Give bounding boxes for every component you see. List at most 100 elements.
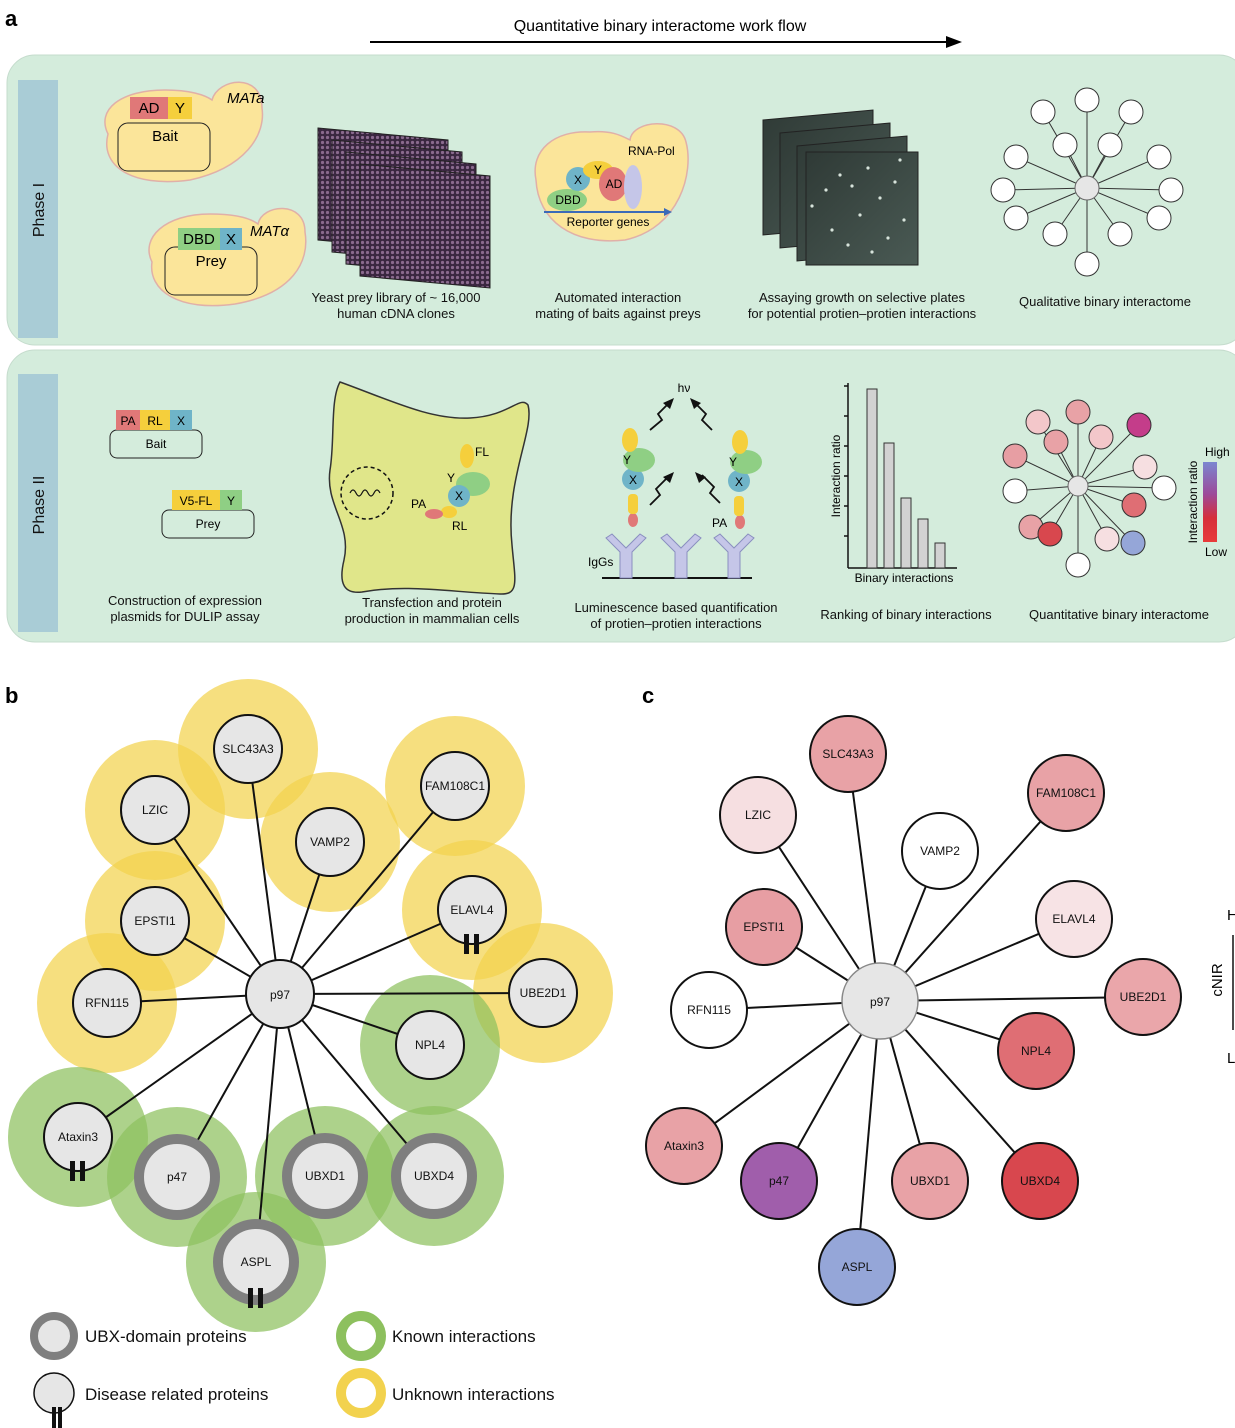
prey-tag-x: X [226, 231, 236, 248]
node-aspl: ASPL [213, 1219, 299, 1308]
caption-ranking: Ranking of binary interactions [820, 607, 992, 622]
network-node [1151, 475, 1177, 501]
node-label: LZIC [142, 803, 168, 817]
node-label: RFN115 [687, 1003, 731, 1017]
bait-label: Bait [152, 128, 179, 145]
node-circle [818, 1228, 896, 1306]
node-vamp2: VAMP2 [295, 807, 365, 877]
hub-circle [245, 959, 315, 1029]
network-node [1042, 221, 1068, 247]
selection-plates [762, 109, 919, 266]
node-label: p47 [769, 1174, 789, 1188]
node-label: UBXD1 [305, 1169, 345, 1183]
node-ube2d1: UBE2D1 [1104, 958, 1182, 1036]
network-node [1002, 478, 1028, 504]
phase2-panel: Phase II PA RL X Bait V5-FL Y Prey [6, 349, 1235, 643]
hub-label: p97 [870, 995, 890, 1009]
network-node [1094, 526, 1120, 552]
node-label: ELAVL4 [1052, 912, 1095, 926]
cell-label-dbd: DBD [555, 193, 581, 207]
node-npl4: NPL4 [997, 1012, 1075, 1090]
phase1-bait-yeast: AD Y Bait MATa [104, 81, 265, 183]
edge-p97-slc43a3 [247, 748, 281, 995]
edge-p97-fam108c1 [279, 785, 456, 995]
lumi-label-x-left: X [629, 473, 637, 487]
ubx-ring [282, 1133, 368, 1219]
node-fam108c1: FAM108C1 [420, 751, 490, 821]
tf-label-pa: PA [411, 497, 426, 511]
phase1-prey-yeast: DBD X Prey MATα [148, 207, 307, 307]
network-node [1126, 412, 1152, 438]
colorbar: High Low Interaction ratio [1186, 445, 1230, 559]
node-p47: p47 [134, 1134, 220, 1220]
lumi-label-y-left: Y [623, 453, 631, 467]
network-node [1037, 521, 1063, 547]
p2-prey-tag-v5fl: V5-FL [180, 494, 213, 508]
mammalian-cell: FL Y X PA RL [328, 381, 530, 595]
network-node [1065, 552, 1091, 578]
node-slc43a3: SLC43A3 [213, 714, 283, 784]
caption-transfection-2: production in mammalian cells [345, 611, 520, 626]
node-label: p47 [167, 1170, 187, 1184]
scale-title: cNIR [1209, 963, 1226, 997]
caption-mating-1: Automated interaction [555, 290, 681, 305]
colorbar-low: Low [1205, 545, 1227, 559]
node-circle [420, 751, 490, 821]
network-node [1132, 454, 1158, 480]
lumi-label-y-right: Y [729, 455, 737, 469]
phase1-label: Phase I [31, 183, 48, 237]
node-label: EPSTI1 [134, 914, 176, 928]
node-label: SLC43A3 [822, 747, 874, 761]
disease-marker [248, 1288, 253, 1308]
disease-marker [464, 934, 469, 954]
node-ubxd4: UBXD4 [1001, 1142, 1079, 1220]
node-label: VAMP2 [920, 844, 960, 858]
network-node [1121, 492, 1147, 518]
edge-p97-ubxd4 [879, 1000, 1041, 1182]
p2-bait-label: Bait [146, 437, 167, 451]
bait-tag-y: Y [175, 100, 185, 117]
node-circle [1001, 1142, 1079, 1220]
ranking-chart: Interaction ratio Binary interactions [829, 383, 957, 585]
network-edge [1015, 187, 1088, 219]
legend-unknown-icon [336, 1368, 386, 1418]
node-elavl4: ELAVL4 [437, 875, 507, 954]
network-node [1025, 409, 1051, 435]
phase2-bait-plasmid: PA RL X Bait [109, 410, 203, 459]
node-ube2d1: UBE2D1 [508, 958, 578, 1028]
network-node [1043, 429, 1069, 455]
network-node [1003, 205, 1029, 231]
caption-prey-library-2: human cDNA clones [337, 306, 455, 321]
node-label: FAM108C1 [1036, 786, 1096, 800]
network-edge [1002, 187, 1088, 191]
node-circle [901, 812, 979, 890]
network-node [1074, 251, 1100, 277]
caption-construction-2: plasmids for DULIP assay [110, 609, 260, 624]
node-aspl: ASPL [818, 1228, 896, 1306]
phase2-prey-plasmid: V5-FL Y Prey [161, 490, 255, 539]
lumi-label-pa: PA [712, 516, 727, 530]
edge-p97-lzic [154, 809, 281, 995]
disease-marker [70, 1161, 75, 1181]
ranking-xlabel: Binary interactions [855, 571, 954, 585]
caption-assay-1: Assaying growth on selective plates [759, 290, 965, 305]
legend-known-icon [336, 1311, 386, 1361]
node-label: Ataxin3 [664, 1139, 704, 1153]
node-npl4: NPL4 [395, 1010, 465, 1080]
edge-p97-ube2d1 [879, 996, 1144, 1002]
workflow-arrow [370, 36, 962, 48]
network-node [1065, 399, 1091, 425]
network-node [1120, 530, 1146, 556]
panel-c-letter: c [642, 683, 654, 708]
node-rfn115: RFN115 [670, 971, 748, 1049]
phase1-tab [18, 80, 58, 338]
lumi-label-iggs: IgGs [588, 555, 613, 569]
network-node [1146, 144, 1172, 170]
tf-label-y: Y [447, 471, 455, 485]
network-node [1074, 87, 1100, 113]
node-slc43a3: SLC43A3 [809, 715, 887, 793]
node-circle [1035, 880, 1113, 958]
panel-c-network: SLC43A3LZICFAM108C1VAMP2EPSTI1ELAVL4UBE2… [645, 715, 1182, 1306]
